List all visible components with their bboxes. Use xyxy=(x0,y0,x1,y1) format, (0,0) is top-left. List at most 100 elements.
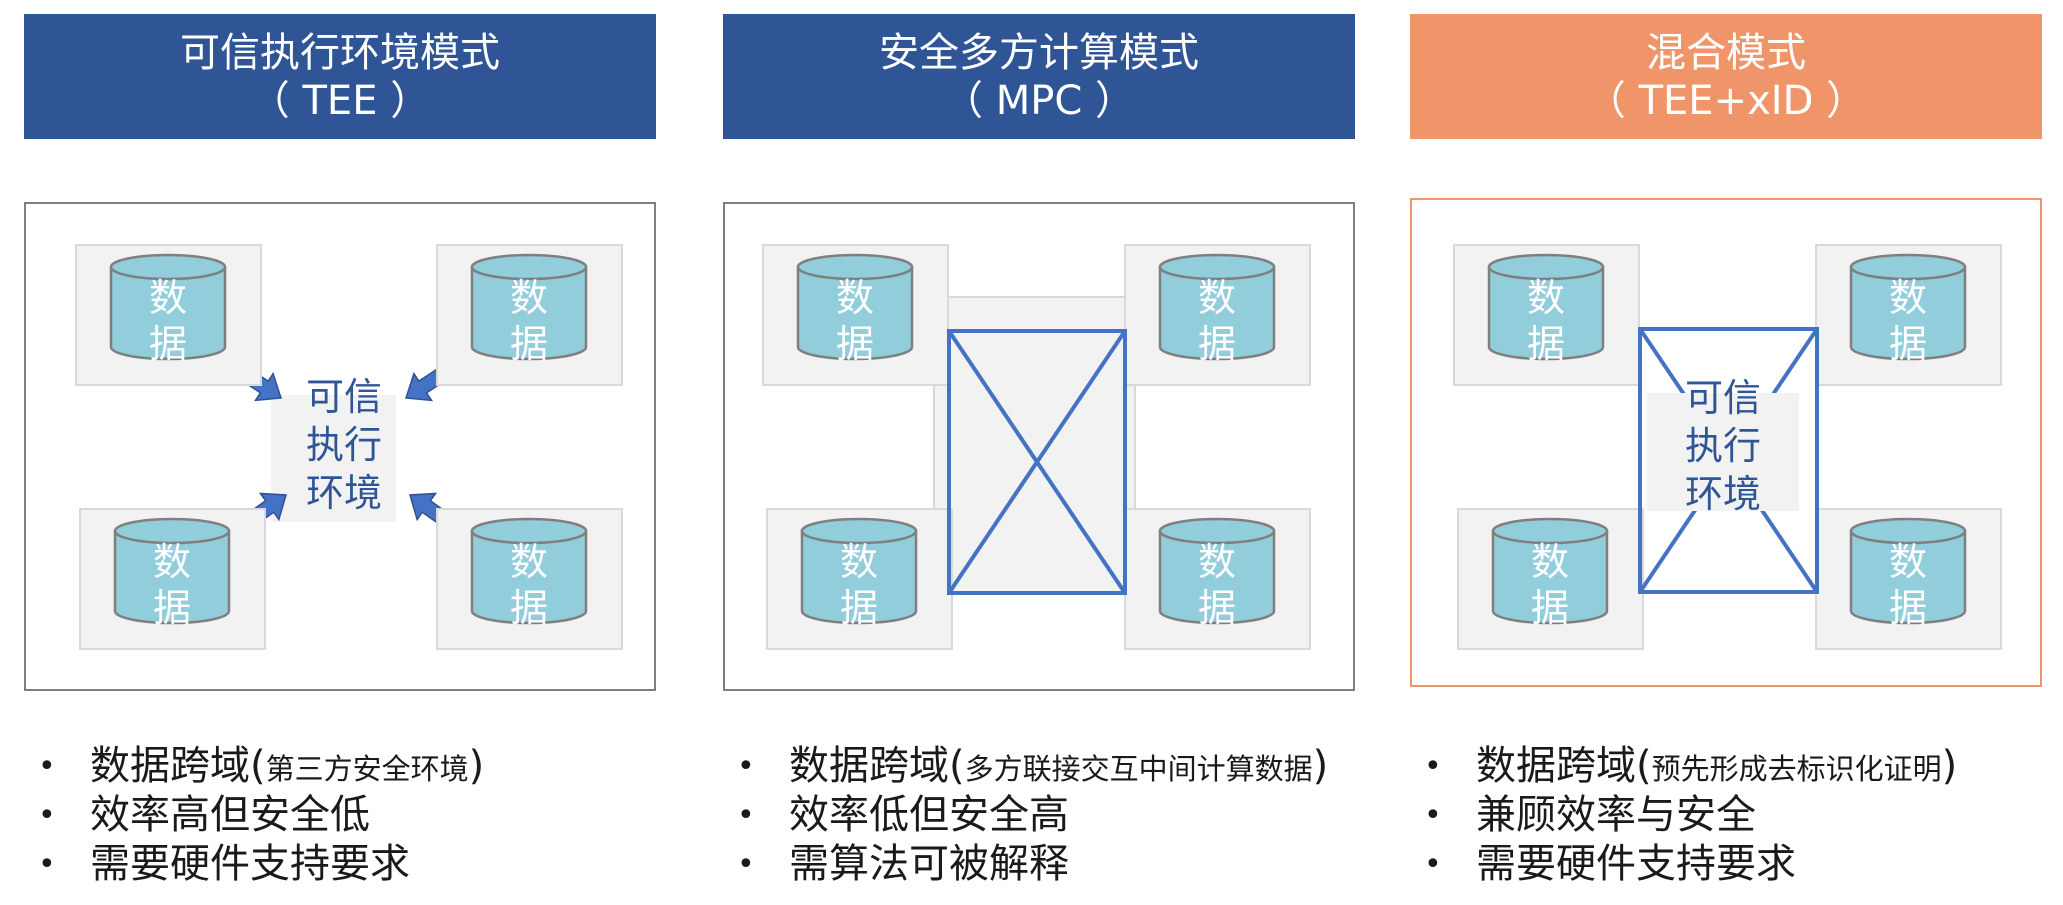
database-cylinder-icon xyxy=(1491,517,1609,625)
data-label: 据 xyxy=(510,586,548,630)
tee-center-label: 环境 xyxy=(306,471,382,515)
data-label: 据 xyxy=(840,586,878,630)
diagram-panel-tee: 可信执行环境数据数据数据数据 xyxy=(24,202,656,691)
cylinder-top xyxy=(470,517,588,545)
data-source-node: 数据 xyxy=(766,508,953,650)
hybrid-center-label: 可信 xyxy=(1685,376,1761,420)
diagram-panel-mpc: 数据数据数据数据 xyxy=(723,202,1355,691)
mode-column-mpc: 安全多方计算模式 （ MPC ） 数据数据数据数据 •数据跨域(多方联接交互中间… xyxy=(723,0,1355,905)
data-label: 据 xyxy=(1198,322,1236,366)
data-source-node: 数据 xyxy=(1124,508,1311,650)
database-cylinder-icon xyxy=(1849,517,1967,625)
cylinder-top xyxy=(1849,517,1967,545)
cylinder-body xyxy=(1158,529,1276,625)
bullet-item: •数据跨域(多方联接交互中间计算数据) xyxy=(737,743,1329,789)
mode-subtitle: （ TEE+xID ） xyxy=(1585,77,1867,124)
database-cylinder-icon xyxy=(796,253,914,361)
data-label: 数 xyxy=(510,540,548,584)
database-cylinder-icon xyxy=(1158,517,1276,625)
data-label: 数 xyxy=(1531,540,1569,584)
mode-title: 安全多方计算模式 xyxy=(879,29,1199,76)
data-label: 数 xyxy=(1198,276,1236,320)
mode-subtitle: （ TEE ） xyxy=(249,77,431,124)
data-source-node: 数据 xyxy=(1453,244,1640,386)
cylinder-top xyxy=(1158,517,1276,545)
bullet-item: •数据跨域(第三方安全环境) xyxy=(38,743,485,789)
link-diagonal xyxy=(947,329,1127,595)
tee-center-box xyxy=(271,395,396,522)
cylinder-top xyxy=(1491,517,1609,545)
data-label: 数 xyxy=(510,276,548,320)
bullet-item: •需算法可被解释 xyxy=(737,841,1069,887)
data-source-node: 数据 xyxy=(1815,508,2002,650)
bullet-item: •需要硬件支持要求 xyxy=(38,841,410,887)
data-source-node: 数据 xyxy=(1815,244,2002,386)
bullet-item: •效率低但安全高 xyxy=(737,792,1069,838)
data-source-node: 数据 xyxy=(1124,244,1311,386)
tee-center-label: 可信 xyxy=(306,375,382,419)
cylinder-body xyxy=(1158,265,1276,361)
tee-center-label: 执行 xyxy=(306,423,382,467)
cylinder-body xyxy=(109,265,227,361)
cylinder-body xyxy=(1487,265,1605,361)
cylinder-top xyxy=(800,517,918,545)
cylinder-body xyxy=(470,529,588,625)
data-source-node: 数据 xyxy=(762,244,949,386)
cylinder-body xyxy=(1849,529,1967,625)
data-label: 据 xyxy=(149,322,187,366)
data-label: 数 xyxy=(836,276,874,320)
link-frame xyxy=(1638,327,1819,594)
bullet-item: •数据跨域(预先形成去标识化证明) xyxy=(1424,743,1958,789)
data-source-node: 数据 xyxy=(436,508,623,650)
data-label: 据 xyxy=(1531,586,1569,630)
data-label: 数 xyxy=(1889,540,1927,584)
cylinder-body xyxy=(796,265,914,361)
mode-subtitle: （ MPC ） xyxy=(943,77,1135,124)
cylinder-top xyxy=(113,517,231,545)
mode-title: 混合模式 xyxy=(1646,29,1806,76)
hybrid-center-box xyxy=(1647,393,1799,511)
data-source-node: 数据 xyxy=(75,244,262,386)
hybrid-center-label: 执行 xyxy=(1685,424,1761,468)
cylinder-body xyxy=(470,265,588,361)
mode-header-hybrid: 混合模式 （ TEE+xID ） xyxy=(1410,14,2042,139)
data-label: 数 xyxy=(840,540,878,584)
data-label: 数 xyxy=(1889,276,1927,320)
hybrid-center-label: 环境 xyxy=(1685,472,1761,516)
database-cylinder-icon xyxy=(1158,253,1276,361)
cylinder-body xyxy=(113,529,231,625)
mpc-center-box xyxy=(933,296,1136,593)
cylinder-top xyxy=(1158,253,1276,281)
cylinder-top xyxy=(1849,253,1967,281)
data-label: 据 xyxy=(1198,586,1236,630)
data-label: 据 xyxy=(1527,322,1565,366)
data-label: 据 xyxy=(836,322,874,366)
data-label: 数 xyxy=(1527,276,1565,320)
data-label: 数 xyxy=(153,540,191,584)
bullet-list-hybrid: •数据跨域(预先形成去标识化证明) •兼顾效率与安全 •需要硬件支持要求 xyxy=(1410,742,2042,892)
data-label: 数 xyxy=(149,276,187,320)
mode-header-mpc: 安全多方计算模式 （ MPC ） xyxy=(723,14,1355,139)
data-source-node: 数据 xyxy=(436,244,623,386)
data-label: 数 xyxy=(1198,540,1236,584)
database-cylinder-icon xyxy=(1487,253,1605,361)
data-label: 据 xyxy=(1889,322,1927,366)
bullet-item: •兼顾效率与安全 xyxy=(1424,792,1756,838)
cylinder-body xyxy=(800,529,918,625)
cylinder-body xyxy=(1491,529,1609,625)
database-cylinder-icon xyxy=(113,517,231,625)
cylinder-top xyxy=(109,253,227,281)
data-label: 据 xyxy=(1889,586,1927,630)
mode-title: 可信执行环境模式 xyxy=(180,29,500,76)
data-label: 据 xyxy=(510,322,548,366)
cylinder-body xyxy=(1849,265,1967,361)
database-cylinder-icon xyxy=(1849,253,1967,361)
database-cylinder-icon xyxy=(470,253,588,361)
data-source-node: 数据 xyxy=(79,508,266,650)
data-source-node: 数据 xyxy=(1457,508,1644,650)
cylinder-top xyxy=(1487,253,1605,281)
bullet-item: •效率高但安全低 xyxy=(38,792,370,838)
